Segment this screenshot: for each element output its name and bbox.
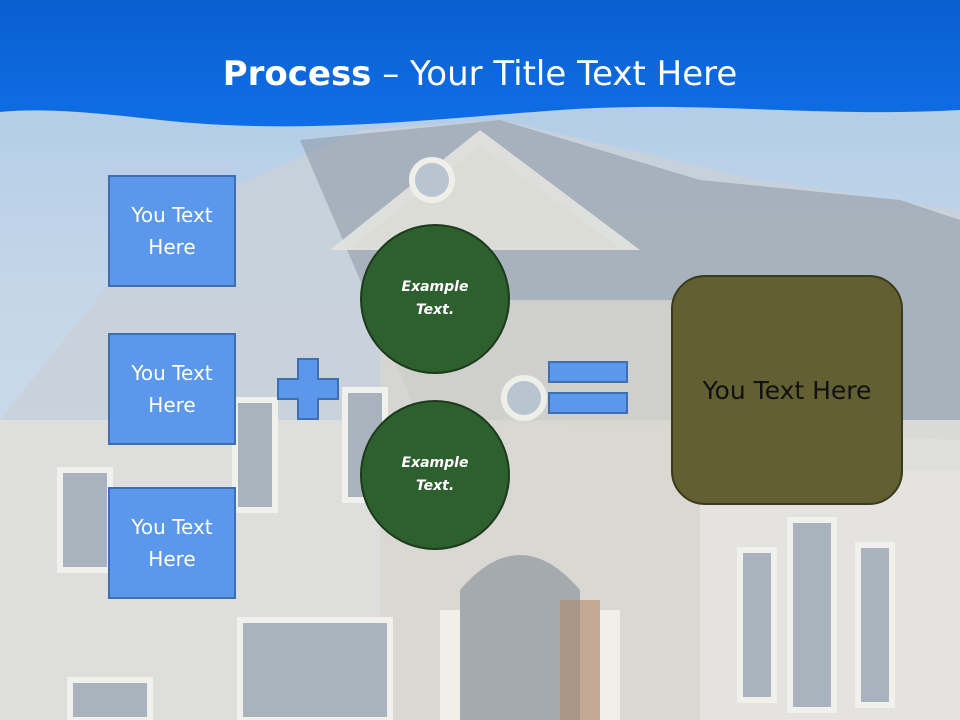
result-box[interactable]: You Text Here xyxy=(671,275,903,505)
plus-icon xyxy=(277,358,339,420)
title-bold: Process xyxy=(222,54,372,94)
example-circle-2[interactable]: Example Text. xyxy=(360,400,510,550)
left-text-box-3-label: You Text Here xyxy=(131,515,213,571)
left-text-box-2[interactable]: You Text Here xyxy=(108,333,236,445)
left-text-box-1-label: You Text Here xyxy=(131,203,213,259)
left-text-box-2-label: You Text Here xyxy=(131,361,213,417)
left-text-box-3[interactable]: You Text Here xyxy=(108,487,236,599)
example-circle-1[interactable]: Example Text. xyxy=(360,224,510,374)
title-rest: – Your Title Text Here xyxy=(371,54,738,94)
example-circle-1-label: Example Text. xyxy=(401,279,469,318)
left-text-box-1[interactable]: You Text Here xyxy=(108,175,236,287)
slide-title: Process – Your Title Text Here xyxy=(0,52,960,96)
equals-icon xyxy=(548,361,628,414)
header-banner xyxy=(0,0,960,127)
result-box-label: You Text Here xyxy=(702,375,872,405)
example-circle-2-label: Example Text. xyxy=(401,455,469,494)
